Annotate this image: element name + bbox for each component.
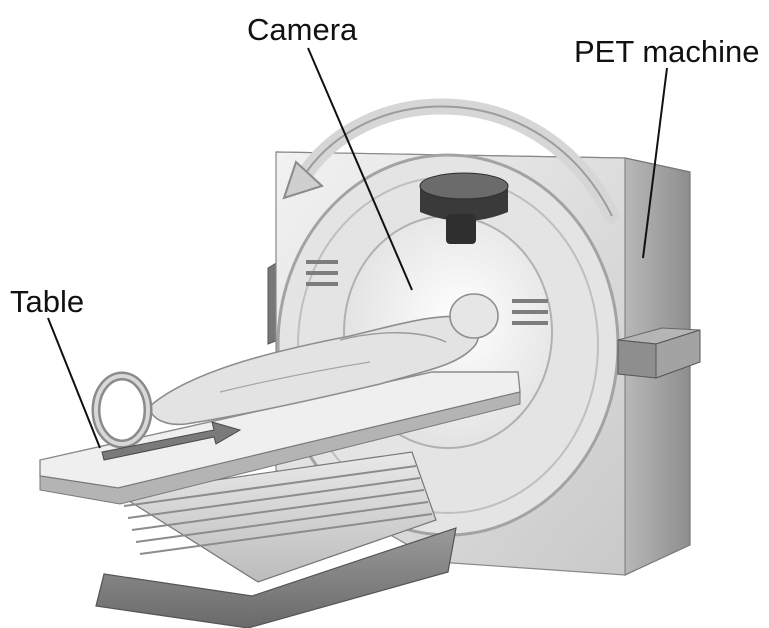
table-leader-line xyxy=(48,318,100,448)
camera-label: Camera xyxy=(247,12,358,47)
foot-support xyxy=(96,376,148,444)
table-label: Table xyxy=(10,284,84,319)
pet-machine-label: PET machine xyxy=(574,34,760,69)
